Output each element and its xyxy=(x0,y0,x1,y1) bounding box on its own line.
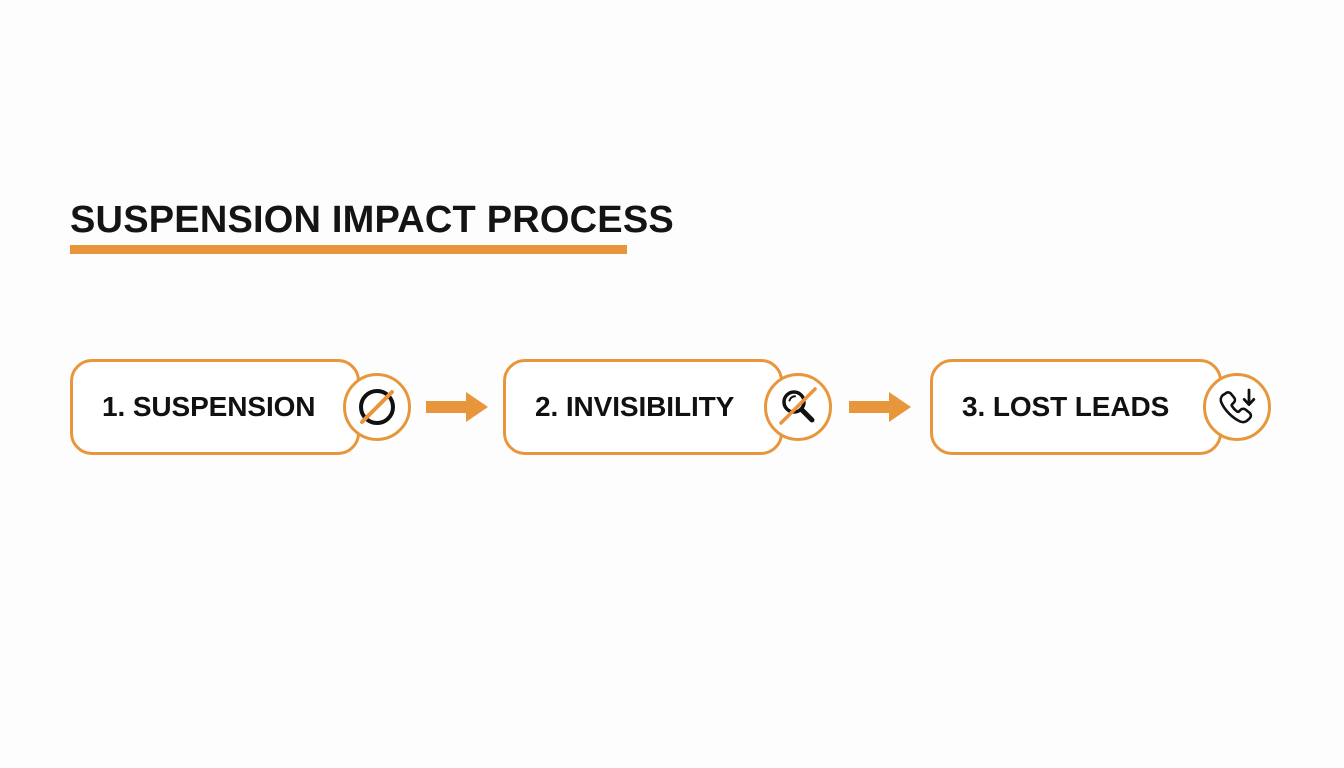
connector-arrow-1 xyxy=(426,392,488,422)
step-2-label: 2. INVISIBILITY xyxy=(535,391,735,422)
arrow-right-icon xyxy=(849,392,911,422)
step-3-label: 3. LOST LEADS xyxy=(962,391,1170,422)
process-step-3[interactable]: 3. LOST LEADS xyxy=(930,359,1275,455)
magnifier-crossed-icon xyxy=(775,384,821,430)
step-3-card[interactable]: 3. LOST LEADS xyxy=(930,359,1222,455)
step-1-card[interactable]: 1. SUSPENSION xyxy=(70,359,360,455)
arrow-right-icon xyxy=(426,392,488,422)
title-underline-bar xyxy=(70,245,627,254)
step-2-badge xyxy=(764,373,832,441)
step-1-label: 1. SUSPENSION xyxy=(102,391,316,422)
step-2-card[interactable]: 2. INVISIBILITY xyxy=(503,359,783,455)
connector-arrow-2 xyxy=(849,392,911,422)
process-step-2[interactable]: 2. INVISIBILITY xyxy=(503,359,833,455)
step-3-badge xyxy=(1203,373,1271,441)
page-title-text: SUSPENSION IMPACT PROCESS xyxy=(70,199,674,241)
prohibited-circle-icon xyxy=(354,384,400,430)
step-1-badge xyxy=(343,373,411,441)
process-step-1[interactable]: 1. SUSPENSION xyxy=(70,359,412,455)
page-title: SUSPENSION IMPACT PROCESS xyxy=(70,198,674,254)
phone-down-arrow-icon xyxy=(1214,384,1260,430)
process-flow: 1. SUSPENSION 2. INVISI xyxy=(70,359,1275,455)
